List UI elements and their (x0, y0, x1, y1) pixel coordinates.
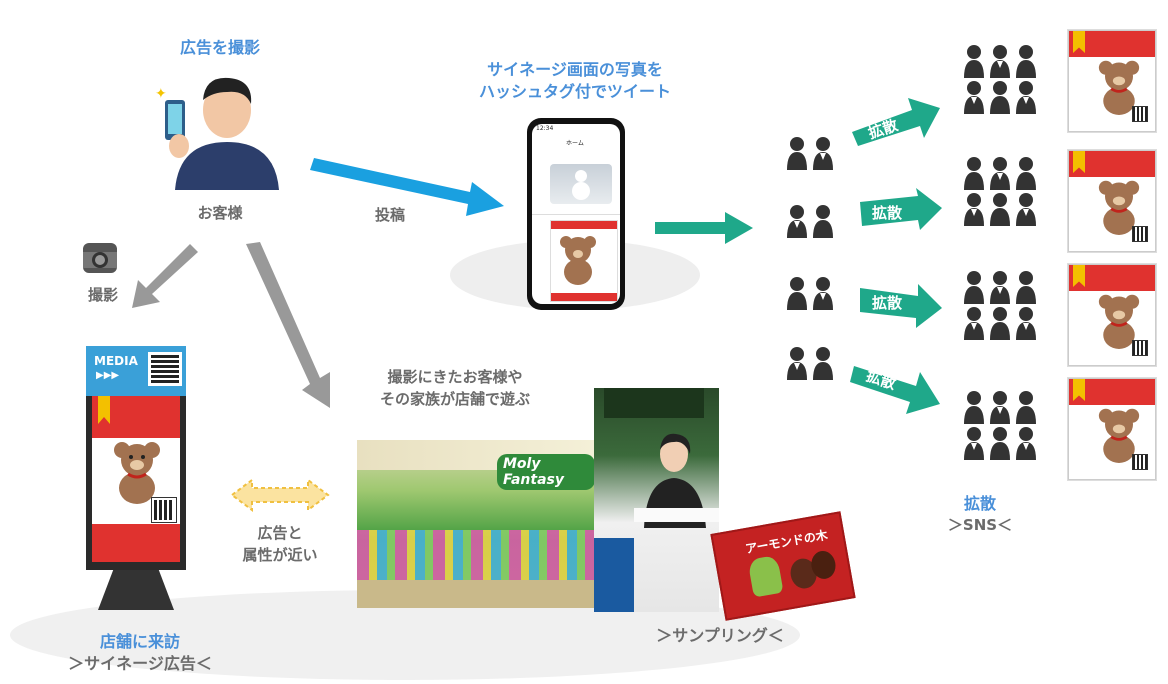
camera-icon (82, 242, 118, 274)
tweet-label-line1: サイネージ画面の写真を (445, 60, 705, 79)
user-crowd-3 (964, 270, 1040, 342)
media-qr-icon (148, 352, 182, 386)
shared-image-2 (1068, 150, 1156, 252)
shared-image-4 (1068, 378, 1156, 480)
shared-qr-icon-3 (1133, 341, 1147, 355)
visit-subtitle: ＞サイネージ広告＜ (30, 654, 250, 673)
product-box: アーモンドの木 (710, 511, 855, 621)
user-crowd-2 (964, 156, 1040, 228)
signage-base (98, 570, 174, 610)
spread-arrow-1: 拡散 (850, 88, 942, 148)
family-label-line1: 撮影にきたお客様や (345, 368, 565, 386)
shared-image-1 (1068, 30, 1156, 132)
spread-arrow-2: 拡散 (858, 188, 944, 236)
similar-label-line2: 属性が近い (230, 546, 330, 564)
visit-store-arrow (240, 240, 335, 410)
sns-title: 拡散 (940, 494, 1020, 513)
shared-qr-icon-2 (1133, 227, 1147, 241)
spread-arrow-3: 拡散 (858, 282, 944, 334)
tweet-snowman-image (568, 166, 594, 202)
shared-qr-icon-1 (1133, 107, 1147, 121)
tweet-divider (532, 214, 620, 215)
customer-action-label: 広告を撮影 (150, 38, 290, 57)
spread-label-3: 拡散 (872, 294, 903, 312)
share-arrow (655, 212, 755, 244)
family-label-line2: その家族が店舗で遊ぶ (345, 390, 565, 408)
user-pair-3 (787, 276, 839, 312)
user-crowd-4 (964, 390, 1040, 462)
signage-stand: MEDIA ▶▶▶ (80, 340, 195, 620)
user-pair-1 (787, 136, 839, 172)
media-badge-arrows: ▶▶▶ (96, 370, 119, 381)
similar-label-line1: 広告と (230, 524, 330, 542)
signage-bear-image (112, 440, 162, 504)
shared-qr-icon-4 (1133, 455, 1147, 469)
sns-subtitle: ＞SNS＜ (920, 516, 1040, 534)
svg-text:✦: ✦ (155, 86, 167, 102)
visit-title: 店舗に来訪 (80, 632, 200, 651)
post-label: 投稿 (360, 206, 420, 224)
smartphone: 12:34 ホーム (527, 118, 625, 310)
signage-qr-icon (152, 498, 176, 522)
user-pair-4 (787, 346, 839, 382)
store-photo: Moly Fantasy (357, 440, 595, 608)
similar-attributes-arrow (230, 478, 330, 512)
sampling-label: ＞サンプリング＜ (620, 626, 820, 645)
phone-time: 12:34 (536, 125, 553, 132)
customer-person-icon: ✦ (155, 70, 285, 190)
media-badge: MEDIA ▶▶▶ (86, 346, 186, 396)
user-crowd-1 (964, 44, 1040, 116)
shared-image-3 (1068, 264, 1156, 366)
media-badge-text: MEDIA (94, 354, 138, 368)
store-sign: Moly Fantasy (497, 454, 595, 490)
spread-label-2: 拡散 (872, 204, 903, 222)
user-pair-2 (787, 204, 839, 240)
camera-label: 撮影 (78, 286, 128, 304)
shoot-arrow (130, 240, 200, 310)
tweet-label-line2: ハッシュタグ付でツイート (445, 82, 705, 101)
spread-arrow-4: 拡散 (850, 360, 942, 424)
tweet-bear-image (558, 234, 598, 286)
sampling-photo (594, 388, 719, 612)
phone-screen-title: ホーム (566, 138, 584, 147)
customer-name-label: お客様 (170, 204, 270, 222)
smartphone-screen: 12:34 ホーム (532, 124, 620, 304)
